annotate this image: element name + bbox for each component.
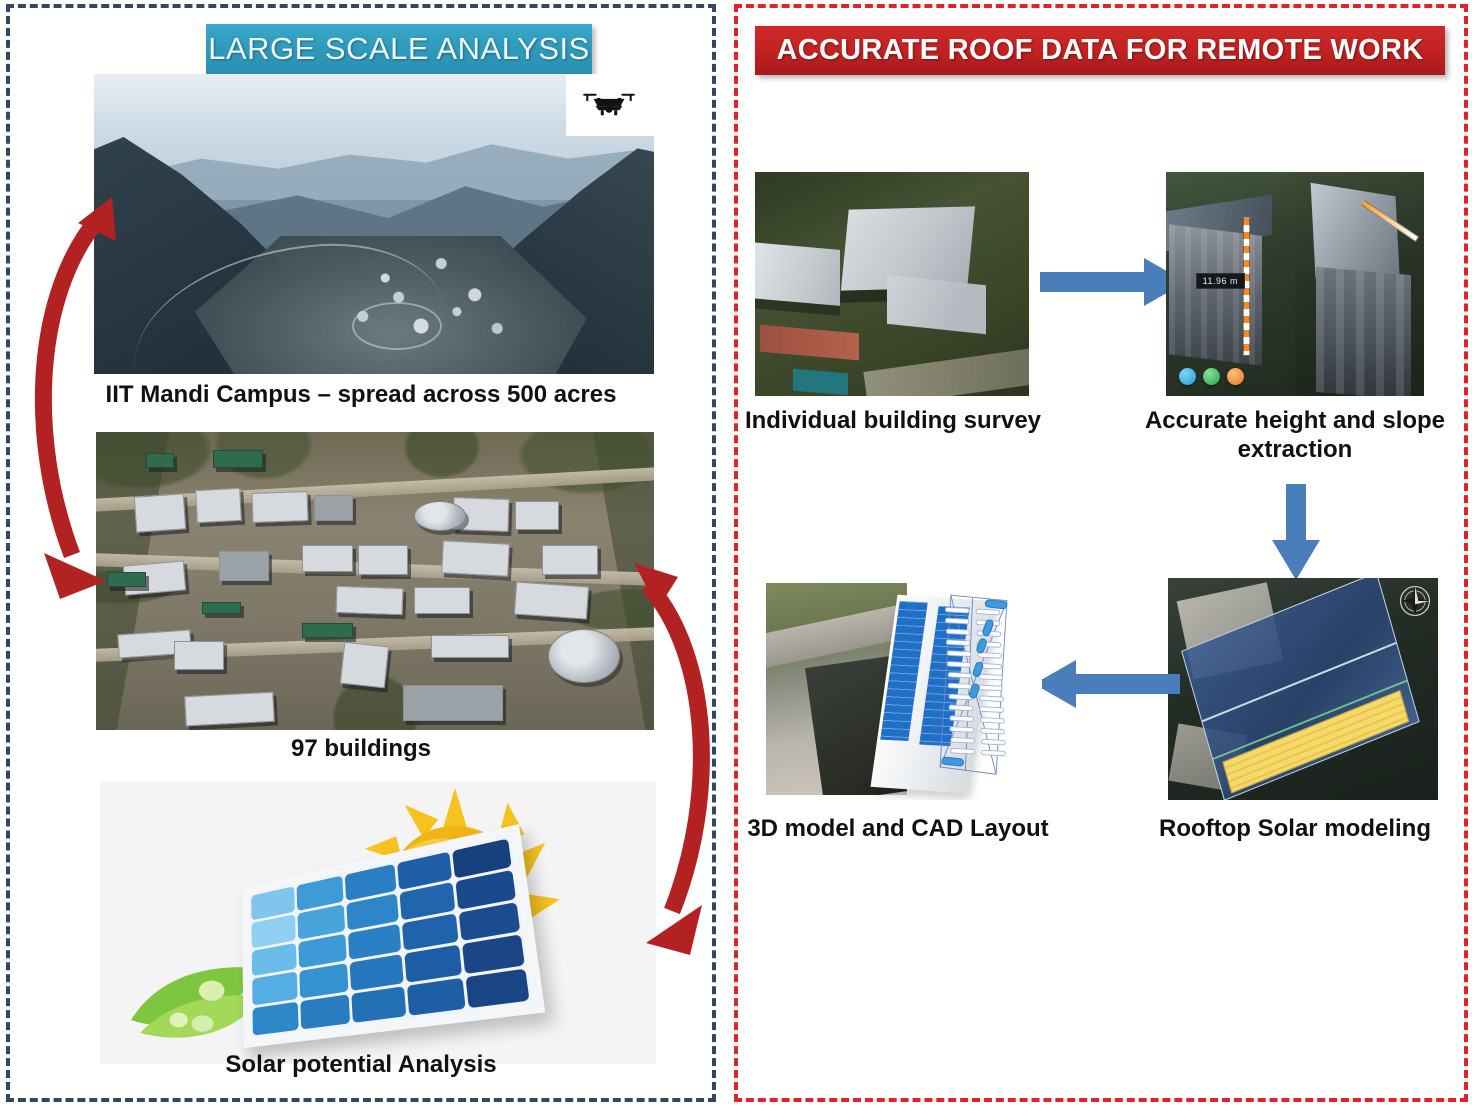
lower-roof-plane [886, 274, 986, 334]
measurement-view-left: 11.96 m [1166, 172, 1295, 396]
arrow-overview-to-ortho [34, 197, 116, 599]
building-footprint [195, 487, 242, 523]
building-footprint [542, 545, 599, 576]
pv-cell [461, 934, 525, 975]
measure-tool-button-orange[interactable] [1226, 367, 1244, 385]
arrow-survey-to-extraction [1040, 258, 1186, 306]
caption-3d-model-cad-layout: 3D model and CAD Layout [747, 815, 1049, 842]
building-footprint-green-roof [146, 452, 175, 468]
building-footprint [313, 494, 353, 522]
solar-panel-sun-leaves-illustration [100, 782, 656, 1064]
pv-cell [251, 913, 296, 949]
building-footprint [174, 640, 225, 671]
roof-polygon-with-pv-array [1168, 578, 1438, 800]
building-footprint-green-roof [202, 601, 242, 614]
pv-cell [298, 933, 348, 969]
3d-building-model-and-cad-wireframe [760, 574, 1042, 800]
compass-rose-icon [1399, 585, 1431, 617]
green-leaves-icon [131, 967, 263, 1038]
right-panel-header-label: ACCURATE ROOF DATA FOR REMOTE WORK [776, 34, 1424, 66]
aerial-valley-campus-photo [94, 74, 654, 374]
arrow-extraction-to-modeling [1272, 484, 1320, 580]
building-footprint [358, 545, 409, 576]
building-footprint [414, 586, 470, 614]
measurement-value-label: 11.96 m [1195, 272, 1246, 289]
pv-cell [299, 963, 349, 999]
building-footprint-green-roof [302, 622, 353, 638]
building-footprint [441, 540, 510, 577]
measure-tool-button-blue[interactable] [1178, 367, 1196, 385]
left-panel-header: LARGE SCALE ANALYSIS [206, 24, 592, 74]
pv-cell [251, 942, 297, 977]
left-panel: LARGE SCALE ANALYSIS [6, 4, 716, 1102]
measurement-view-right [1295, 172, 1424, 396]
circular-auditorium [547, 628, 620, 683]
building-footprint [430, 634, 509, 659]
building-footprint [514, 500, 560, 531]
pv-cell [351, 986, 406, 1023]
caption-building-count: 97 buildings [290, 735, 431, 762]
pv-cell [300, 994, 351, 1030]
building-footprint-green-roof [213, 449, 264, 468]
orthomosaic-topdown-campus-photo [96, 432, 654, 730]
pv-cell [252, 1001, 299, 1036]
building-footprint-green-roof [107, 572, 147, 587]
right-panel: ACCURATE ROOF DATA FOR REMOTE WORK Indiv… [734, 4, 1468, 1102]
pv-cell [349, 954, 404, 992]
drone-icon [583, 93, 635, 116]
pv-cell [406, 977, 466, 1016]
caption-height-slope-extraction: Accurate height and slope extraction [1144, 407, 1446, 464]
aerial-single-building-photo [755, 172, 1029, 396]
model-canvas [760, 574, 1042, 800]
building-footprint [251, 490, 309, 523]
pv-cell [403, 944, 462, 983]
building-facade [1315, 266, 1412, 396]
building-footprint [339, 641, 389, 688]
caption-solar-potential: Solar potential Analysis [225, 1051, 497, 1078]
pv-cell [465, 968, 530, 1009]
building-footprint [402, 685, 504, 722]
arrow-ortho-to-solar [634, 563, 710, 955]
arrow-modeling-to-cad [1034, 660, 1180, 708]
measurement-toolbar[interactable] [1178, 367, 1244, 385]
drone-badge [566, 74, 654, 136]
building-footprint [184, 691, 276, 727]
circular-tank [414, 500, 467, 531]
building-footprint [513, 581, 589, 620]
caption-individual-building-survey: Individual building survey [744, 407, 1042, 434]
caption-rooftop-solar-modeling: Rooftop Solar modeling [1159, 815, 1431, 842]
cad-wireframe-layout [939, 594, 1008, 775]
left-panel-header-label: LARGE SCALE ANALYSIS [208, 31, 590, 66]
photogrammetry-measurement-split-view: 11.96 m [1166, 172, 1424, 396]
building-footprint [302, 545, 353, 573]
measure-tool-button-green[interactable] [1202, 367, 1220, 385]
building-footprint [133, 492, 187, 533]
building-footprint [335, 585, 404, 615]
right-panel-header: ACCURATE ROOF DATA FOR REMOTE WORK [755, 26, 1445, 75]
pv-cell [252, 971, 298, 1006]
adjacent-roof-plane [755, 241, 840, 306]
solar-panel-graphic [242, 824, 546, 1049]
building-footprint [218, 551, 269, 581]
pv-cell [348, 923, 401, 961]
ring-road [351, 302, 442, 350]
caption-campus-overview: IIT Mandi Campus – spread across 500 acr… [105, 381, 617, 408]
